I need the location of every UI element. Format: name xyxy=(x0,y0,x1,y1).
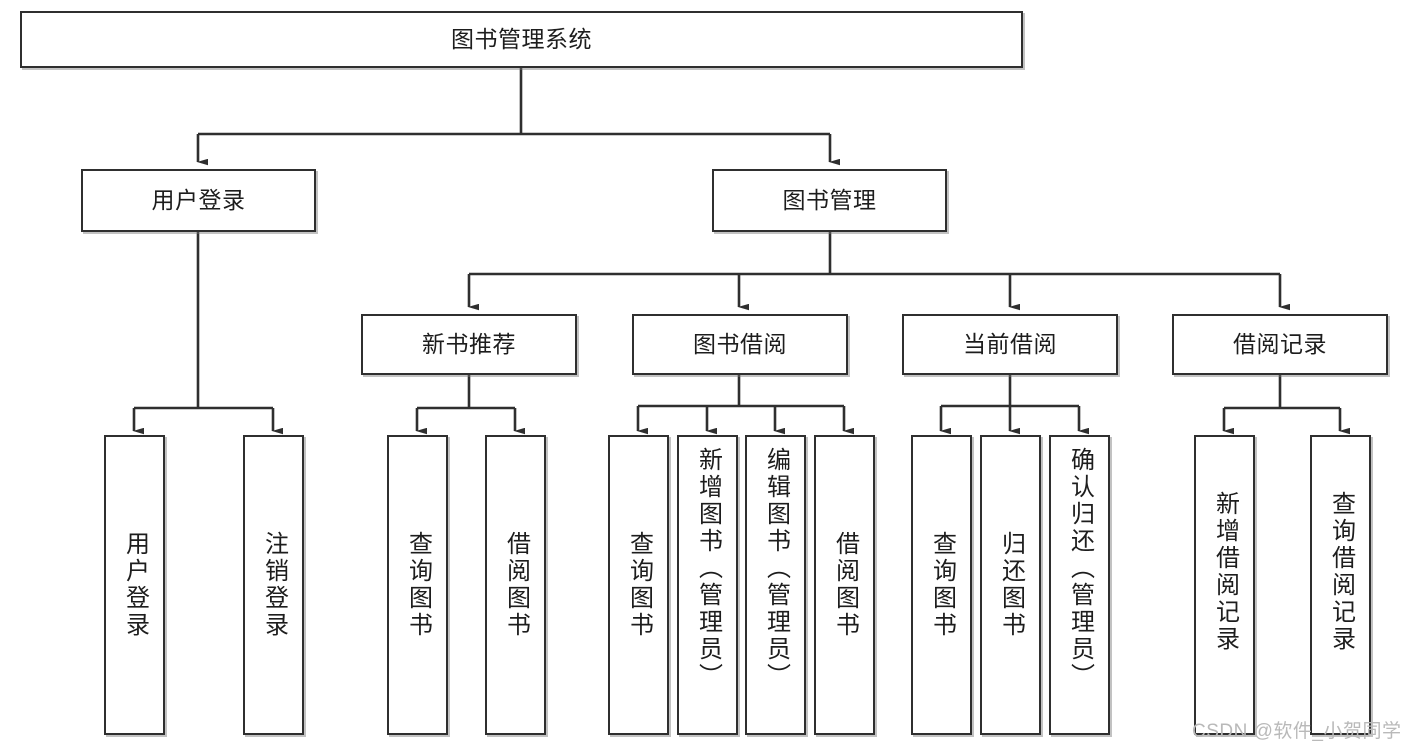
leaf-borrow-record-add-record[interactable]: 新增借阅记录 xyxy=(1194,435,1255,735)
node-label: 编辑图书（管理员） xyxy=(762,447,790,690)
node-label: 查询图书 xyxy=(404,531,432,639)
leaf-book-borrow-add-book-admin[interactable]: 新增图书（管理员） xyxy=(677,435,738,735)
node-label: 新增借阅记录 xyxy=(1211,491,1239,653)
node-label: 查询图书 xyxy=(625,531,653,639)
node-book-management[interactable]: 图书管理 xyxy=(712,169,947,232)
leaf-current-borrow-confirm-return-admin[interactable]: 确认归还（管理员） xyxy=(1049,435,1110,735)
node-new-book-recommend[interactable]: 新书推荐 xyxy=(361,314,577,375)
node-label: 图书管理 xyxy=(782,187,877,214)
node-label: 确认归还（管理员） xyxy=(1066,447,1094,690)
leaf-user-login-logout[interactable]: 注销登录 xyxy=(243,435,304,735)
leaf-book-borrow-edit-book-admin[interactable]: 编辑图书（管理员） xyxy=(745,435,806,735)
node-label: 借阅记录 xyxy=(1233,331,1327,358)
leaf-book-borrow-borrow-book[interactable]: 借阅图书 xyxy=(814,435,875,735)
node-label: 图书借阅 xyxy=(693,331,787,358)
node-label: 归还图书 xyxy=(997,531,1025,639)
leaf-borrow-record-query-record[interactable]: 查询借阅记录 xyxy=(1310,435,1371,735)
node-book-borrow[interactable]: 图书借阅 xyxy=(632,314,848,375)
node-label: 查询图书 xyxy=(928,531,956,639)
node-label: 当前借阅 xyxy=(963,331,1057,358)
node-label: 查询借阅记录 xyxy=(1327,491,1355,653)
node-user-login[interactable]: 用户登录 xyxy=(81,169,316,232)
leaf-current-borrow-query-book[interactable]: 查询图书 xyxy=(911,435,972,735)
node-label: 借阅图书 xyxy=(502,531,530,639)
node-label: 图书管理系统 xyxy=(451,26,592,53)
leaf-user-login-login[interactable]: 用户登录 xyxy=(104,435,165,735)
leaf-book-borrow-query-book[interactable]: 查询图书 xyxy=(608,435,669,735)
node-label: 注销登录 xyxy=(260,531,288,639)
node-label: 用户登录 xyxy=(121,531,149,639)
leaf-new-book-borrow-book[interactable]: 借阅图书 xyxy=(485,435,546,735)
node-borrow-record[interactable]: 借阅记录 xyxy=(1172,314,1388,375)
node-root-system[interactable]: 图书管理系统 xyxy=(20,11,1023,68)
leaf-current-borrow-return-book[interactable]: 归还图书 xyxy=(980,435,1041,735)
node-label: 新书推荐 xyxy=(422,331,516,358)
node-label: 用户登录 xyxy=(151,187,246,214)
node-label: 借阅图书 xyxy=(831,531,859,639)
leaf-new-book-query-book[interactable]: 查询图书 xyxy=(387,435,448,735)
node-current-borrow[interactable]: 当前借阅 xyxy=(902,314,1118,375)
node-label: 新增图书（管理员） xyxy=(694,447,722,690)
